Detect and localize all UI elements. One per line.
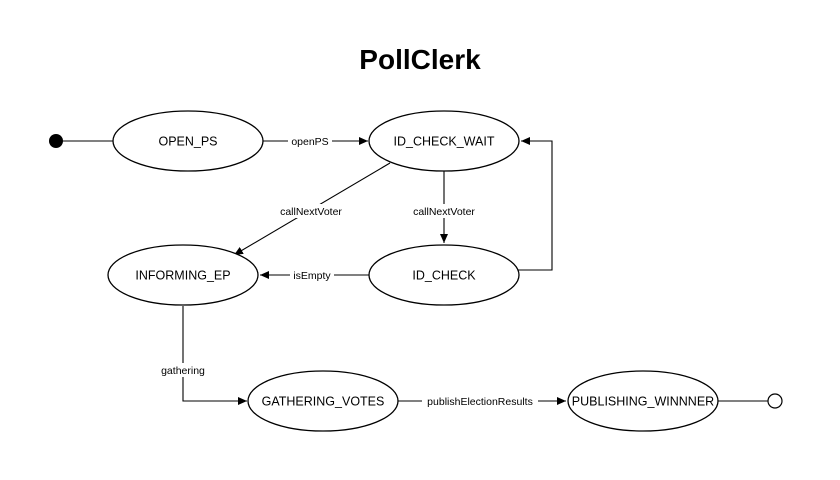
transition-label-publish: publishElectionResults — [427, 396, 533, 408]
transition-gathering: gathering — [156, 306, 247, 405]
state-gathering-votes: GATHERING_VOTES — [247, 370, 399, 432]
transition-is-empty: isEmpty — [260, 268, 369, 282]
state-publishing-winner: PUBLISHING_WINNNER — [567, 370, 719, 432]
transition-return-to-wait — [518, 137, 553, 271]
transition-label-gathering: gathering — [161, 365, 205, 377]
state-label-id-check-wait: ID_CHECK_WAIT — [394, 135, 495, 149]
transition-open-ps: openPS — [263, 134, 368, 148]
state-open-ps: OPEN_PS — [112, 110, 264, 172]
state-label-publishing-winner: PUBLISHING_WINNNER — [572, 395, 714, 409]
transition-call-next-voter-down: callNextVoter — [407, 171, 481, 243]
state-label-id-check: ID_CHECK — [412, 269, 476, 283]
state-label-open-ps: OPEN_PS — [158, 135, 217, 149]
transition-call-next-voter-left: callNextVoter — [233, 162, 391, 256]
state-informing-ep: INFORMING_EP — [107, 244, 259, 306]
state-id-check: ID_CHECK — [368, 244, 520, 306]
transition-label-call-next-voter-down: callNextVoter — [413, 206, 475, 218]
transition-label-call-next-voter-left: callNextVoter — [280, 206, 342, 218]
transition-publish-election-results: publishElectionResults — [398, 394, 566, 408]
state-label-informing-ep: INFORMING_EP — [135, 269, 230, 283]
transition-label-is-empty: isEmpty — [293, 270, 331, 282]
state-label-gathering-votes: GATHERING_VOTES — [262, 395, 385, 409]
diagram-title: PollClerk — [359, 44, 481, 75]
final-state-node — [767, 393, 783, 409]
transition-label-open-ps: openPS — [291, 136, 328, 148]
state-id-check-wait: ID_CHECK_WAIT — [368, 110, 520, 172]
